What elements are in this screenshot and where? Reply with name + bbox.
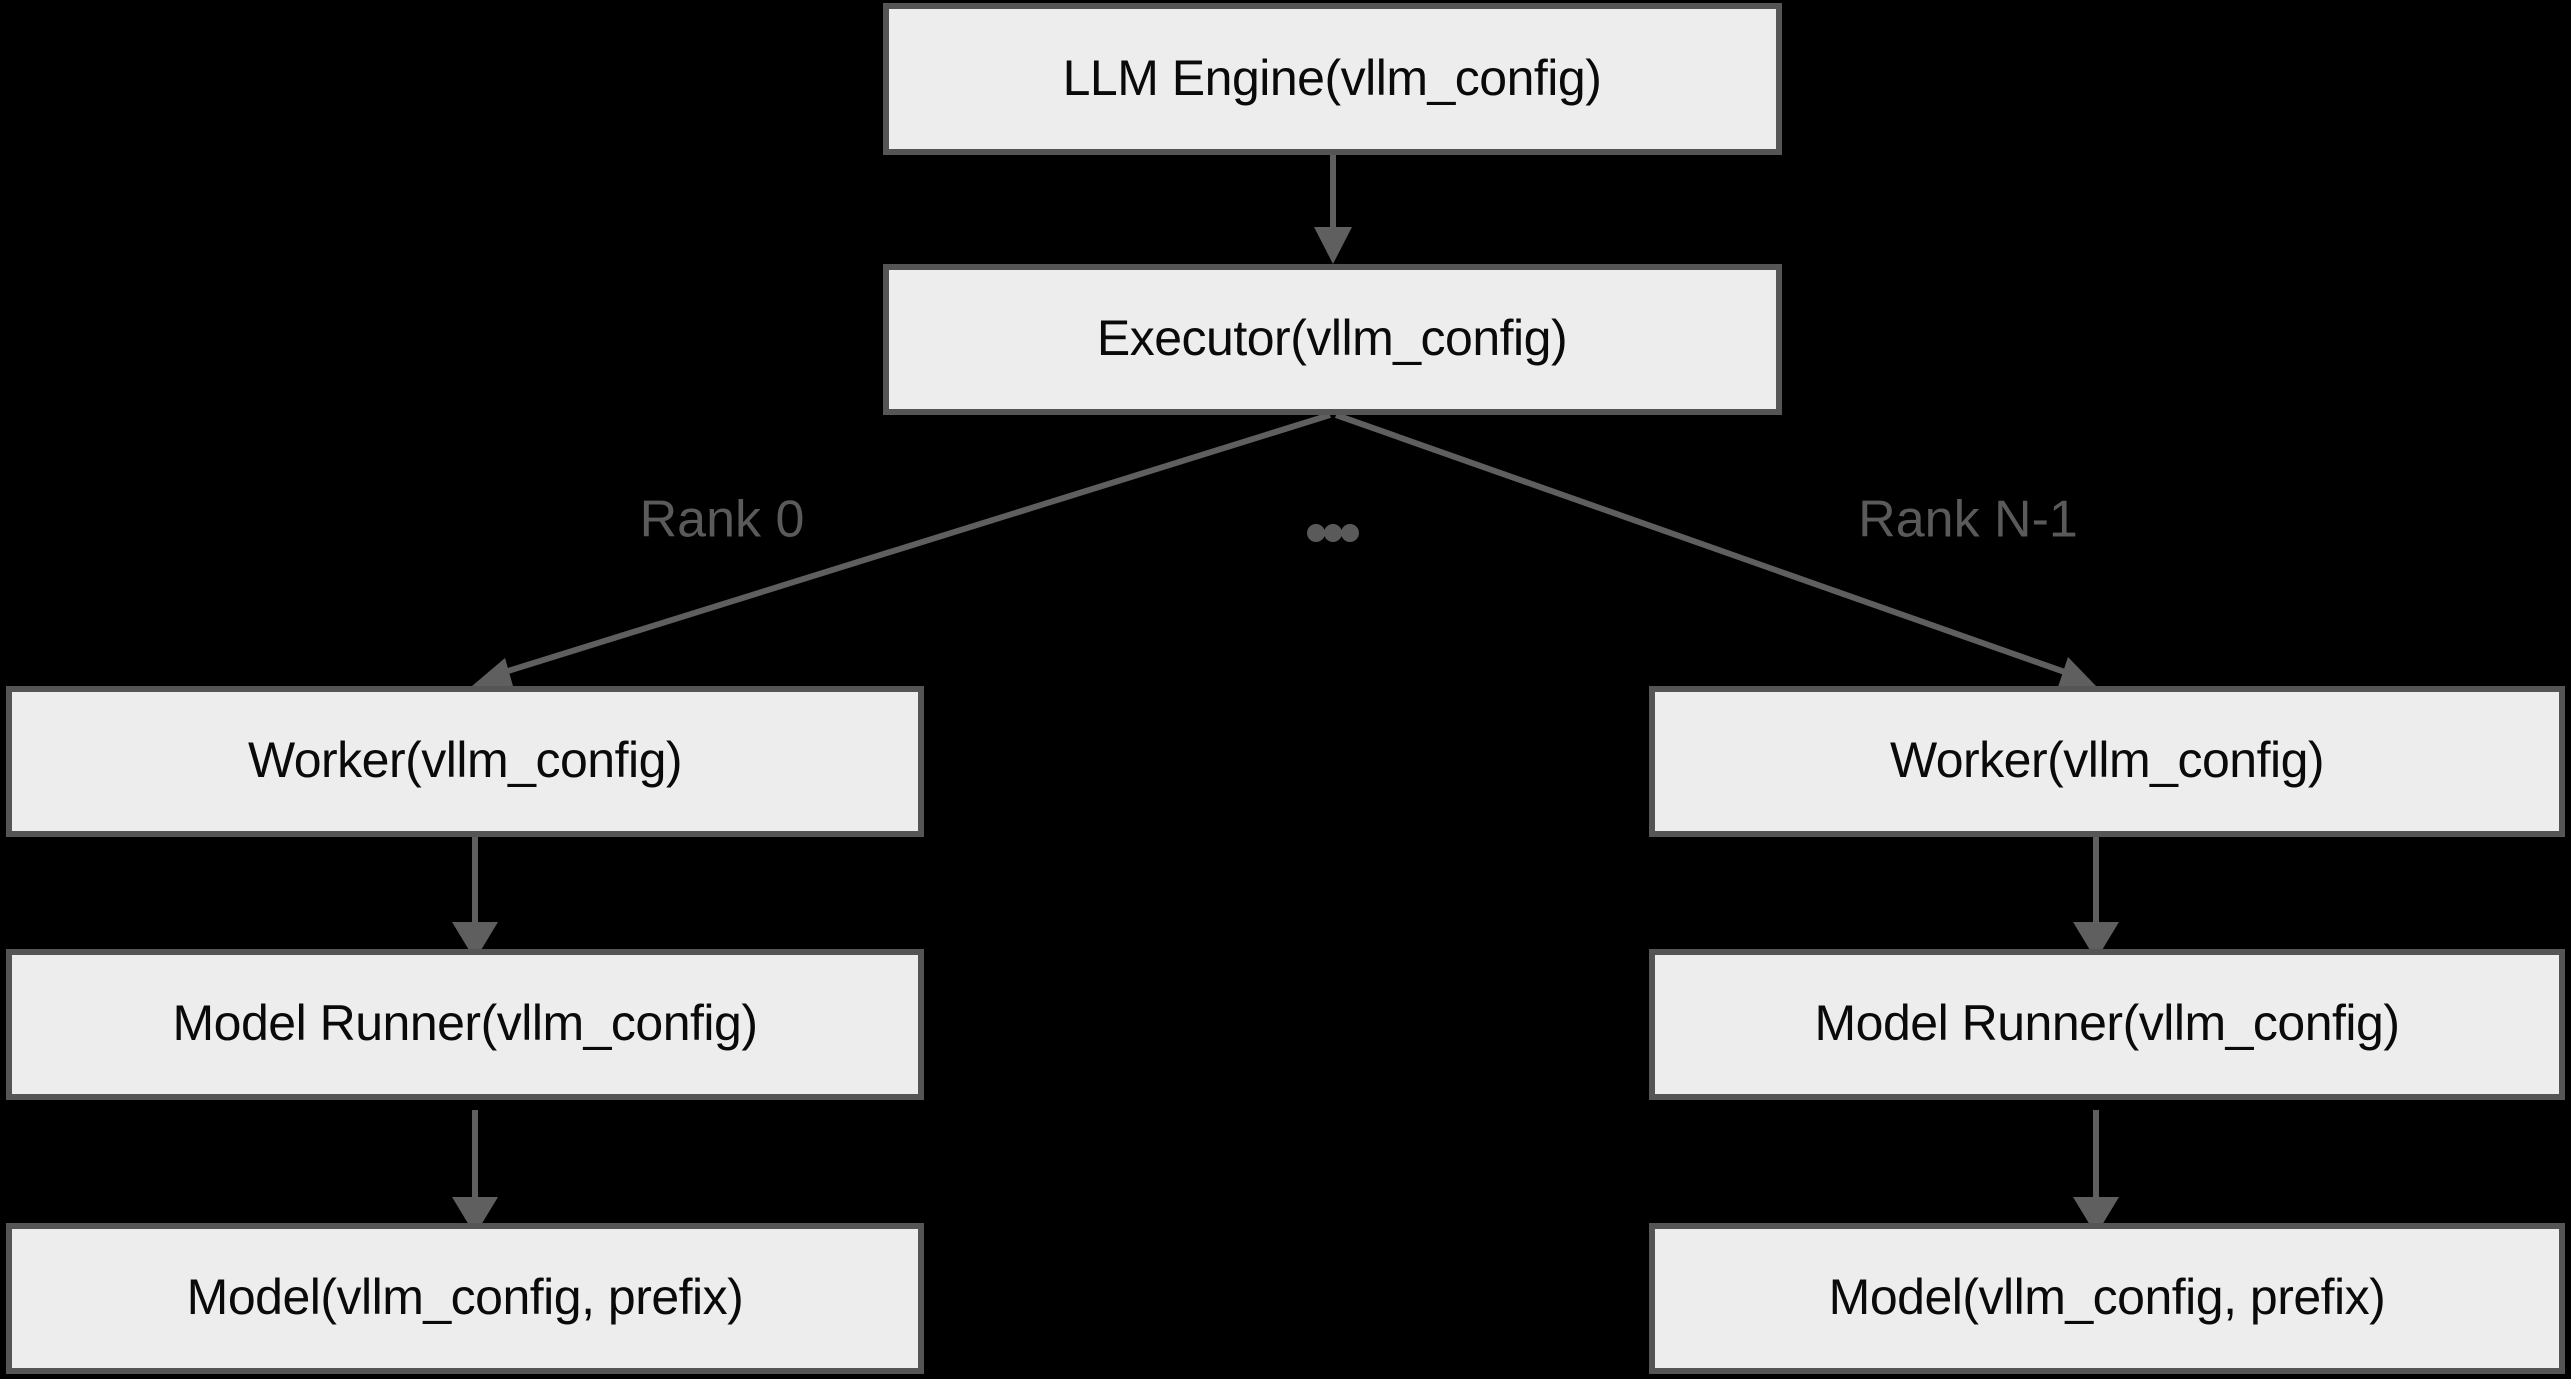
edge-worker-to-model-runner-rank0 <box>452 837 498 960</box>
node-model-rank0[interactable]: Model(vllm_config, prefix) <box>6 1223 924 1374</box>
node-executor[interactable]: Executor(vllm_config) <box>883 264 1782 415</box>
node-worker-rank0-label: Worker(vllm_config) <box>248 732 682 788</box>
edge-label-rank-n-minus-1: Rank N-1 <box>1858 491 2078 549</box>
node-model-runner-rank0-label: Model Runner(vllm_config) <box>173 995 758 1051</box>
edge-model-runner-to-model-rank0 <box>452 1110 498 1235</box>
node-llm-engine[interactable]: LLM Engine(vllm_config) <box>883 3 1782 155</box>
node-executor-label: Executor(vllm_config) <box>1097 310 1567 366</box>
edge-executor-to-worker-rankn <box>1335 412 2096 693</box>
edge-label-ellipsis <box>1307 524 1359 542</box>
node-worker-rankn[interactable]: Worker(vllm_config) <box>1649 686 2565 837</box>
edge-engine-to-executor <box>1314 155 1352 264</box>
node-model-runner-rank0[interactable]: Model Runner(vllm_config) <box>6 949 924 1100</box>
node-model-runner-rankn[interactable]: Model Runner(vllm_config) <box>1649 949 2565 1100</box>
edge-model-runner-to-model-rankn <box>2073 1110 2119 1235</box>
node-model-runner-rankn-label: Model Runner(vllm_config) <box>1815 995 2400 1051</box>
edge-label-rank-0: Rank 0 <box>640 491 805 549</box>
node-model-rankn[interactable]: Model(vllm_config, prefix) <box>1649 1223 2565 1374</box>
node-model-rank0-label: Model(vllm_config, prefix) <box>187 1269 744 1325</box>
node-model-rankn-label: Model(vllm_config, prefix) <box>1829 1269 2386 1325</box>
node-worker-rankn-label: Worker(vllm_config) <box>1890 732 2324 788</box>
node-llm-engine-label: LLM Engine(vllm_config) <box>1063 50 1602 106</box>
edge-worker-to-model-runner-rankn <box>2073 837 2119 960</box>
edge-executor-to-worker-rank0 <box>472 412 1331 693</box>
node-worker-rank0[interactable]: Worker(vllm_config) <box>6 686 924 837</box>
